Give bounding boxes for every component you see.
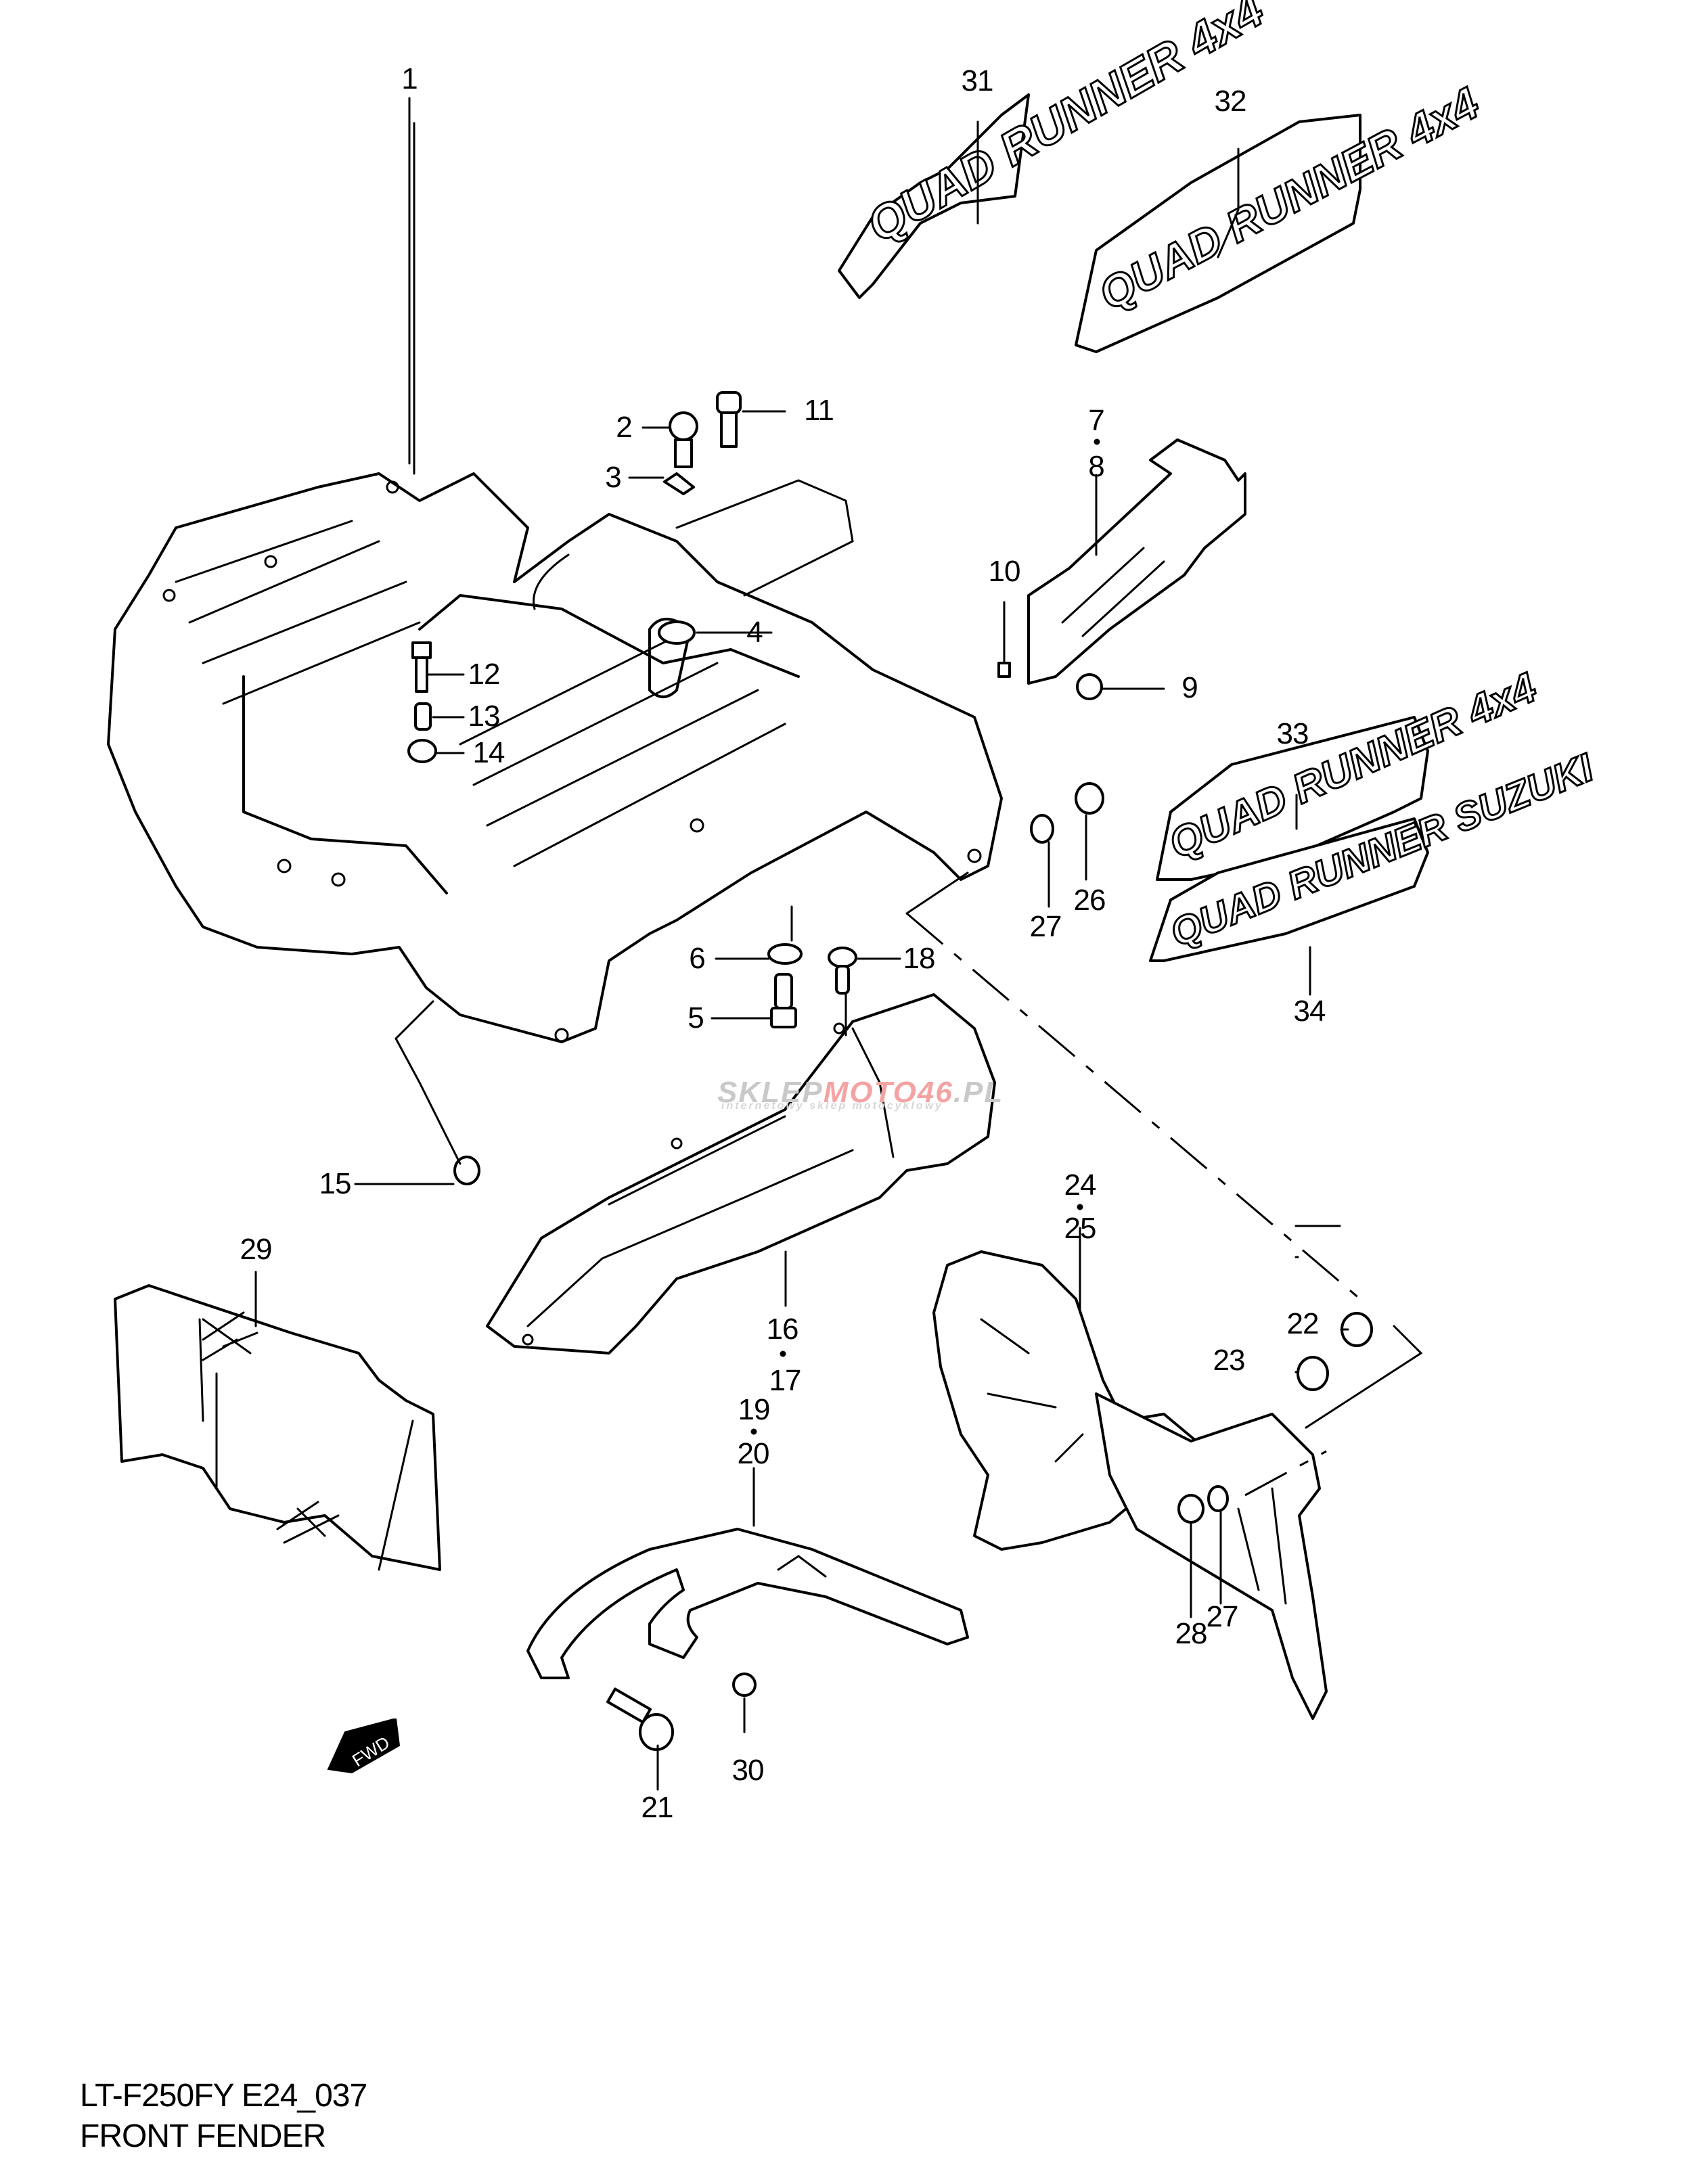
callout-27-lower[interactable]: 27: [1206, 1600, 1239, 1633]
callout-18[interactable]: 18: [903, 942, 936, 975]
part-16-fender-cover[interactable]: [486, 993, 996, 1355]
part-27-washer-b: [1207, 1485, 1229, 1512]
watermark-tagline: internetowy sklep motocyklowy: [721, 1100, 943, 1112]
part-30-bolt: [732, 1673, 757, 1697]
part-11-bolt-shank: [720, 411, 738, 448]
callout-23[interactable]: 23: [1213, 1344, 1246, 1377]
watermark-prefix: SKLEP: [717, 1076, 824, 1109]
callout-separator-dot: [780, 1350, 786, 1357]
part-28-nut: [1177, 1494, 1204, 1524]
part-10-nut: [997, 662, 1011, 678]
callout-2[interactable]: 2: [616, 411, 633, 444]
part-3-nut-clip: [663, 472, 695, 495]
callout-6[interactable]: 6: [689, 942, 706, 975]
callout-22[interactable]: 22: [1286, 1307, 1320, 1340]
part-29-skid-plate[interactable]: [114, 1284, 441, 1571]
part-5-bolt: [774, 973, 793, 1009]
callout-31[interactable]: 31: [961, 64, 994, 97]
callout-25[interactable]: 25: [1064, 1212, 1097, 1245]
part-23-washer: [1297, 1356, 1329, 1391]
part-2-screw-shank: [674, 438, 693, 468]
title-block: LT-F250FY E24_037 FRONT FENDER: [80, 2076, 367, 2157]
callout-10[interactable]: 10: [988, 555, 1021, 588]
part-9-screw: [1076, 673, 1103, 700]
part-18-clip: [828, 947, 857, 968]
callout-33[interactable]: 33: [1276, 717, 1309, 750]
callout-1[interactable]: 1: [401, 62, 418, 95]
callout-12[interactable]: 12: [468, 658, 501, 691]
part-5-nut: [770, 1007, 797, 1028]
part-21-bolt-shank: [606, 1687, 652, 1724]
callout-30[interactable]: 30: [731, 1754, 765, 1787]
callout-15[interactable]: 15: [319, 1167, 352, 1200]
callout-11[interactable]: 11: [804, 394, 834, 427]
part-6-washer: [767, 943, 803, 965]
callout-29[interactable]: 29: [240, 1233, 273, 1266]
callout-3[interactable]: 3: [605, 461, 622, 494]
callout-8[interactable]: 8: [1088, 450, 1105, 483]
part-27-washer-a: [1030, 814, 1054, 844]
callout-13[interactable]: 13: [468, 700, 501, 733]
callout-16[interactable]: 16: [766, 1313, 799, 1346]
part-21-bolt: [639, 1713, 674, 1751]
callout-27-upper[interactable]: 27: [1029, 910, 1062, 943]
callout-4[interactable]: 4: [746, 616, 763, 649]
callout-5[interactable]: 5: [688, 1001, 704, 1034]
callout-20[interactable]: 20: [737, 1437, 770, 1470]
decal-32-text: QUAD RUNNER 4x4: [1091, 77, 1487, 319]
callout-32[interactable]: 32: [1214, 85, 1247, 118]
section-title: FRONT FENDER: [80, 2118, 326, 2154]
fasteners: [407, 391, 1373, 1751]
callout-separator-dot: [1094, 438, 1100, 445]
model-code: LT-F250FY E24_037: [80, 2078, 367, 2114]
part-20-brace[interactable]: [526, 1528, 969, 1679]
part-2-screw: [669, 411, 698, 441]
callout-24[interactable]: 24: [1064, 1168, 1097, 1202]
part-11-bolt-head: [716, 391, 742, 414]
watermark-suffix: .PL: [953, 1076, 1004, 1109]
callout-34[interactable]: 34: [1293, 995, 1326, 1028]
leader-lines: [254, 97, 1423, 1791]
part-13-collar: [414, 702, 432, 731]
part-1-front-fender[interactable]: [107, 472, 1003, 1043]
watermark-accent: MOTO46: [823, 1076, 953, 1109]
part-4-grommet: [658, 620, 696, 645]
part-7-bracket[interactable]: [1027, 438, 1246, 685]
part-mud-flap[interactable]: [1095, 1392, 1328, 1720]
callout-14[interactable]: 14: [472, 736, 505, 769]
callout-19[interactable]: 19: [738, 1393, 771, 1426]
callout-28[interactable]: 28: [1175, 1617, 1208, 1650]
part-18-clip-stem: [835, 965, 850, 995]
callout-21[interactable]: 21: [641, 1791, 674, 1824]
callout-17[interactable]: 17: [769, 1364, 802, 1397]
decal-32[interactable]: QUAD RUNNER 4x4: [1075, 76, 1488, 353]
fwd-arrow-icon: FWD: [325, 1717, 406, 1779]
part-12-bolt-shank: [415, 656, 428, 693]
watermark-logo: SKLEPMOTO46.PL: [717, 1076, 1004, 1110]
callout-26[interactable]: 26: [1073, 884, 1106, 917]
callout-separator-dot: [750, 1428, 757, 1435]
part-14-cushion: [407, 739, 437, 763]
callout-7[interactable]: 7: [1088, 404, 1105, 437]
callout-9[interactable]: 9: [1181, 671, 1198, 704]
callout-separator-dot: [1077, 1204, 1083, 1210]
part-26-bolt: [1075, 782, 1104, 815]
part-12-bolt-head: [411, 641, 432, 659]
